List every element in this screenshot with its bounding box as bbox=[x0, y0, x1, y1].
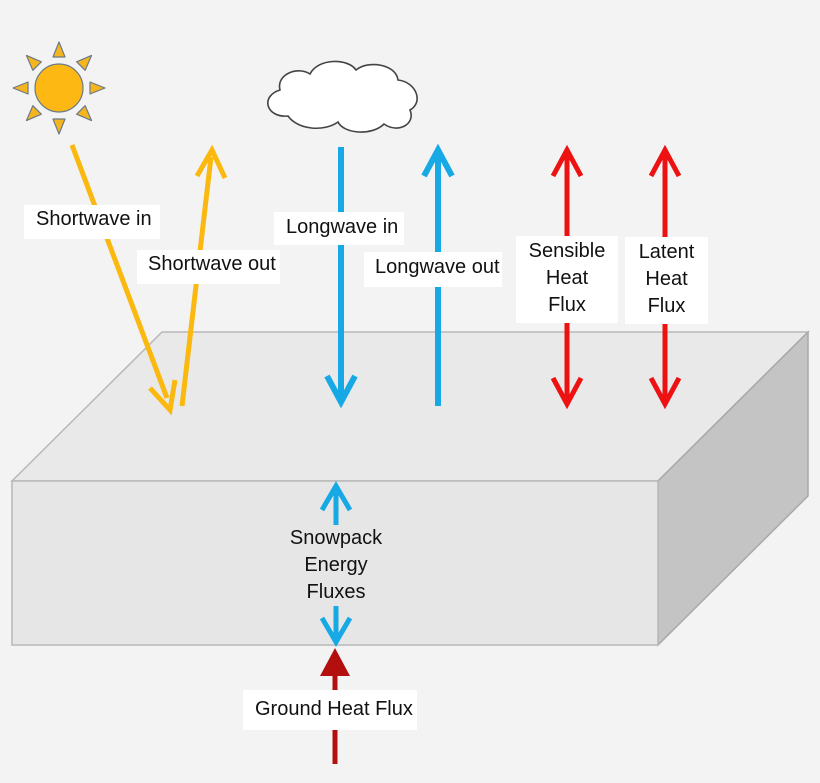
sensible-heat-flux-label: Sensible Heat Flux bbox=[516, 236, 618, 323]
sun-icon bbox=[12, 41, 106, 135]
sensible-heat-flux-line-1: Sensible bbox=[528, 240, 606, 262]
latent-heat-flux-label: Latent Heat Flux bbox=[625, 237, 708, 324]
snowpack-energy-fluxes-line-1: Snowpack bbox=[289, 527, 383, 549]
snowpack-energy-fluxes-line-2: Energy bbox=[304, 554, 368, 576]
sensible-heat-flux-line-3: Flux bbox=[548, 294, 586, 316]
latent-heat-flux-line-3: Flux bbox=[647, 295, 686, 317]
snowpack-energy-fluxes-line-3: Fluxes bbox=[306, 581, 366, 603]
ground-heat-flux-label: Ground Heat Flux bbox=[243, 690, 417, 730]
snowpack-block bbox=[10, 330, 810, 647]
longwave-in-label: Longwave in bbox=[274, 212, 405, 245]
longwave-out-label: Longwave out bbox=[364, 252, 502, 287]
shortwave-out-label: Shortwave out bbox=[137, 250, 280, 284]
shortwave-in-arrow bbox=[69, 144, 178, 416]
longwave-in-arrow bbox=[324, 147, 358, 409]
cloud-icon bbox=[267, 60, 418, 133]
sensible-heat-flux-line-2: Heat bbox=[545, 267, 589, 289]
latent-heat-flux-line-1: Latent bbox=[638, 241, 695, 263]
latent-heat-flux-line-2: Heat bbox=[645, 268, 688, 290]
snowpack-energy-fluxes-label: Snowpack Energy Fluxes bbox=[266, 525, 406, 606]
shortwave-in-label: Shortwave in bbox=[24, 205, 160, 239]
